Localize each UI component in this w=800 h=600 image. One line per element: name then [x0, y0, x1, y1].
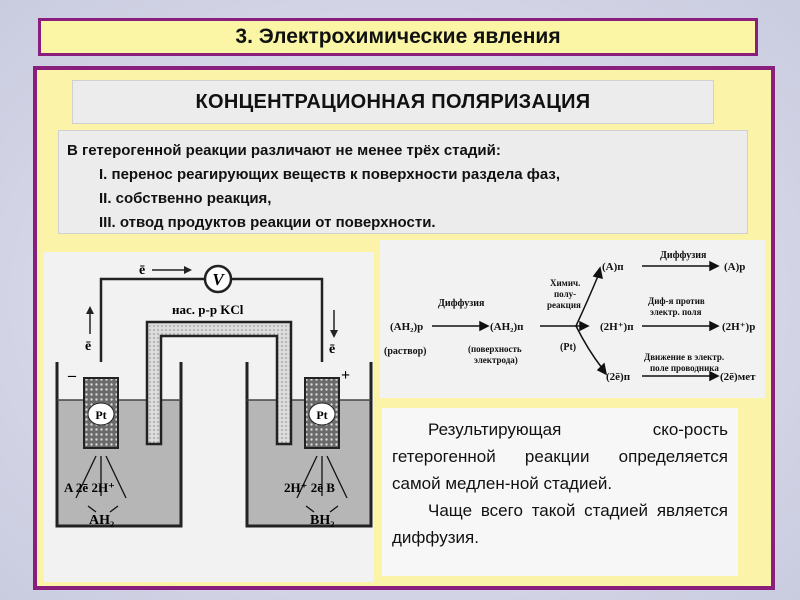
left-species-label: AH₂ — [89, 513, 114, 528]
scheme-arrows — [432, 260, 720, 382]
scheme-chem-line-3: реакция — [547, 300, 581, 310]
external-circuit — [99, 277, 324, 378]
conclusion-paragraph-2: Чаще всего такой стадией является диффуз… — [392, 501, 728, 547]
stages-box: В гетерогенной реакции различают не мене… — [58, 130, 748, 234]
left-electron-arrow: ē — [85, 306, 94, 354]
stages-intro: В гетерогенной реакции различают не мене… — [67, 142, 501, 159]
reaction-scheme-diagram: (AH₂)р (раствор) Диффузия (AH₂)п (поверх… — [380, 240, 765, 398]
scheme-mid-H: (2H⁺)п — [600, 321, 634, 333]
scheme-surface-note-1: (поверхность — [468, 344, 522, 354]
slide-title: 3. Электрохимические явления — [38, 18, 758, 56]
scheme-chem-line-1: Химич. — [550, 278, 580, 288]
scheme-surface-note-2: электрода) — [474, 355, 518, 365]
left-electrode: Pt — [83, 377, 119, 449]
scheme-mid-e: (2ē)п — [606, 371, 631, 383]
scheme-label-diffusion: Диффузия — [660, 250, 707, 261]
right-electrode: Pt — [304, 377, 340, 449]
right-reaction — [296, 455, 348, 513]
right-electron-arrow: ē — [329, 310, 338, 357]
scheme-diffusion-label: Диффузия — [438, 298, 485, 309]
voltmeter-icon: V — [203, 264, 233, 294]
scheme-out-e: (2ē)мет — [720, 371, 756, 383]
stage-item-3: III. отвод продуктов реакции от поверхно… — [99, 214, 436, 231]
scheme-pt-label: (Pt) — [560, 342, 576, 353]
salt-bridge: нас. р-р KCl — [145, 302, 293, 446]
left-reaction — [75, 455, 127, 513]
scheme-out-A: (A)р — [724, 261, 745, 273]
conclusion-box: Результирующая ско-рость гетерогенной ре… — [382, 408, 738, 576]
svg-text:ē: ē — [85, 339, 91, 354]
cathode-plus-sign: + — [341, 367, 350, 384]
svg-text:V: V — [212, 270, 225, 289]
stage-item-1: I. перенос реагирующих веществ к поверхн… — [99, 166, 561, 183]
scheme-label-move-2: поле проводника — [650, 363, 719, 373]
svg-text:нас. р-р KCl: нас. р-р KCl — [172, 302, 244, 317]
scheme-reactant: (AH₂)р — [390, 321, 423, 333]
svg-text:ē: ē — [139, 263, 145, 278]
svg-text:Pt: Pt — [95, 408, 106, 422]
scheme-label-field-1: Диф-я против — [648, 296, 705, 306]
scheme-chem-line-2: полу- — [554, 289, 576, 299]
svg-text:ē: ē — [329, 342, 335, 357]
svg-text:Pt: Pt — [316, 408, 327, 422]
scheme-mid-A: (A)п — [602, 261, 624, 273]
right-species-label: BH₂ — [310, 513, 334, 528]
scheme-label-move-1: Движение в электр. — [644, 352, 724, 362]
anode-minus-sign: – — [67, 367, 77, 384]
section-header: КОНЦЕНТРАЦИОННАЯ ПОЛЯРИЗАЦИЯ — [72, 80, 714, 124]
left-reaction-label: A 2ē 2H⁺ — [64, 480, 115, 495]
electrochemical-cell-diagram: V ē ē ē — [44, 252, 374, 582]
right-reaction-label: 2H⁺ 2ē B — [284, 480, 335, 495]
conclusion-paragraph-1: Результирующая ско-рость гетерогенной ре… — [392, 420, 728, 493]
electron-flow-arrow: ē — [139, 263, 192, 278]
scheme-solution-label: (раствор) — [384, 346, 426, 357]
stage-item-2: II. собственно реакция, — [99, 190, 272, 207]
scheme-label-field-2: электр. поля — [650, 307, 702, 317]
scheme-surface-species: (AH₂)п — [490, 321, 524, 333]
scheme-out-H: (2H⁺)р — [722, 321, 755, 333]
